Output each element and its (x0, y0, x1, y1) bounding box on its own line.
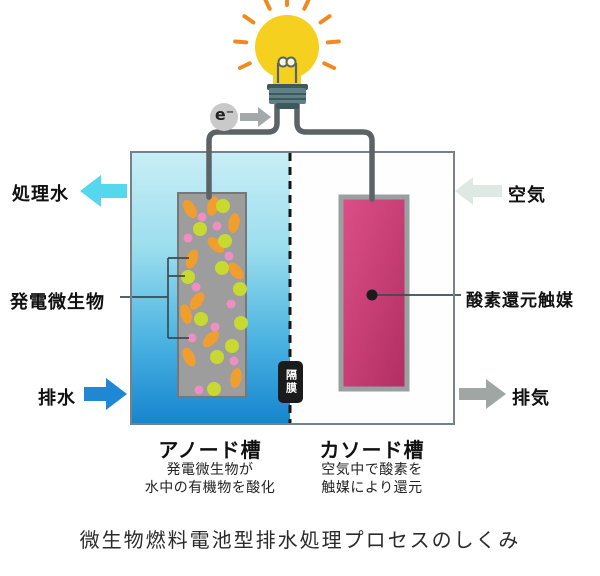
microbe-green-icon (216, 199, 230, 213)
exhaust-arrow-icon (459, 379, 506, 409)
microbe-orange-icon (207, 237, 225, 253)
microbe-pink-icon (210, 322, 220, 332)
microbe-orange-icon (182, 347, 196, 367)
microbes-connector (120, 257, 189, 339)
bulb-ray (325, 39, 341, 45)
anode-wire (206, 99, 280, 200)
bulb-ray (318, 14, 332, 25)
reactor-tank-border (130, 151, 455, 425)
bulb-ray (322, 61, 337, 70)
anode-chamber-title: アノード槽 (158, 438, 262, 462)
microbes-icons (180, 196, 248, 396)
anode-desc-line2: 水中の有機物を酸化 (144, 480, 276, 497)
microbe-green-icon (181, 270, 195, 284)
bulb-base-icon (267, 84, 308, 109)
microbe-pink-icon (197, 212, 207, 222)
anode-description: 発電微生物が 水中の有機物を酸化 (118, 461, 302, 498)
microbe-pink-icon (229, 356, 239, 366)
catalyst-label: 酸素還元触媒 (466, 291, 574, 311)
electron-circle (210, 103, 238, 131)
microbe-green-icon (233, 282, 247, 296)
microbe-pink-icon (194, 385, 204, 395)
microbe-green-icon (193, 222, 207, 236)
bulb-filament-icon (276, 56, 298, 83)
electron-arrow-icon (240, 107, 271, 127)
microbe-orange-icon (189, 292, 205, 310)
treated-water-label: 処理水 (12, 184, 69, 205)
bulb-ray (302, 0, 311, 11)
microbe-orange-icon (202, 330, 220, 348)
microbe-pink-icon (187, 333, 197, 343)
air-arrow-icon (455, 177, 502, 205)
microbe-green-icon (215, 261, 229, 275)
bulb-ray (237, 61, 252, 70)
treated-water-arrow-icon (80, 175, 127, 207)
light-bulb-icon (255, 15, 319, 79)
cathode-chamber-title: カソード槽 (319, 438, 425, 462)
microbe-pink-icon (212, 221, 222, 231)
membrane-label: 隔膜 (278, 361, 303, 403)
microbe-orange-icon (185, 249, 199, 269)
microbe-orange-icon (183, 199, 197, 219)
microbe-green-icon (210, 350, 224, 364)
microbe-green-icon (225, 339, 239, 353)
wastewater-label: 排水 (38, 388, 76, 409)
diagram-title: 微生物燃料電池型排水処理プロセスのしくみ (79, 528, 521, 552)
air-label: 空気 (508, 185, 546, 206)
microbe-pink-icon (224, 251, 234, 261)
microbe-green-icon (194, 312, 208, 326)
microbe-green-icon (207, 382, 221, 396)
microbe-orange-icon (207, 196, 219, 216)
microbe-pink-icon (226, 299, 236, 309)
microbe-green-icon (218, 234, 232, 248)
bulb-rays-icon (233, 0, 341, 70)
cathode-desc-line1: 空気中で酸素を (321, 462, 423, 478)
microbes-label: 発電微生物 (10, 292, 105, 313)
wastewater-arrow-icon (84, 378, 127, 410)
electron-symbol: e⁻ (214, 105, 235, 124)
cathode-desc-line2: 触媒により還元 (321, 480, 423, 497)
catalyst-dot-icon (366, 289, 378, 301)
exhaust-label: 排気 (512, 388, 550, 409)
cathode-wire (294, 99, 375, 202)
microbe-orange-icon (228, 262, 244, 280)
anode-desc-line1: 発電微生物が (166, 462, 254, 478)
microbe-orange-icon (228, 213, 240, 233)
bulb-ray (233, 39, 249, 45)
microbe-pink-icon (183, 233, 193, 243)
microbe-orange-icon (180, 304, 192, 324)
bulb-neck (273, 66, 301, 88)
bulb-ray (242, 14, 256, 25)
bulb-ray (263, 0, 272, 11)
microbe-green-icon (234, 316, 248, 330)
microbe-pink-icon (191, 282, 201, 292)
cathode-description: 空気中で酸素を 触媒により還元 (287, 461, 457, 498)
microbe-orange-icon (230, 368, 242, 388)
